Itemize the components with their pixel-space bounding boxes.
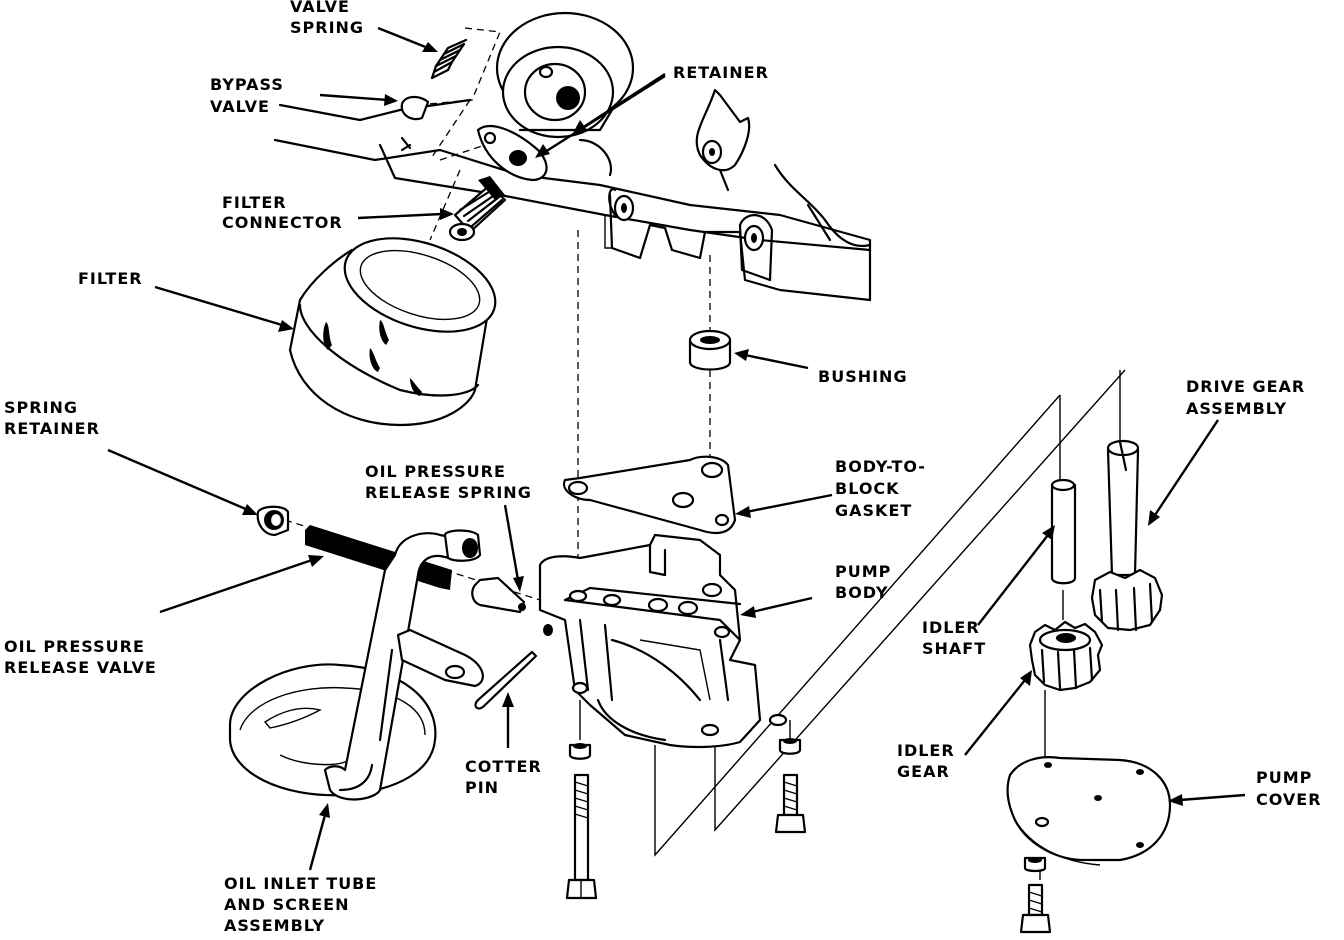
idler-gear-part: [1028, 620, 1104, 692]
alignment-lines: [284, 27, 1126, 880]
label-oil-pressure-release-valve: OIL PRESSURE RELEASE VALVE: [4, 637, 157, 677]
label-valve-spring: VALVE SPRING: [290, 0, 364, 37]
body-to-block-gasket-part: [562, 455, 737, 535]
label-idler-gear: IDLER GEAR: [897, 741, 961, 781]
cotter-pin-part: [474, 650, 538, 710]
filter-connector: [448, 176, 507, 242]
label-oil-pressure-release-spring: OIL PRESSURE RELEASE SPRING: [365, 462, 532, 502]
text-labels: VALVE SPRING BYPASS VALVE RETAINER FILTE…: [4, 0, 1322, 935]
label-filter: FILTER: [78, 269, 143, 288]
pump-cover-part: [1006, 756, 1172, 866]
oil-filter: [288, 237, 497, 427]
label-cotter-pin: COTTER PIN: [465, 757, 548, 797]
oil-inlet-tube-part: [228, 529, 484, 801]
label-spring-retainer: SPRING RETAINER: [4, 398, 100, 438]
label-body-to-block-gasket: BODY-TO- BLOCK GASKET: [835, 457, 932, 520]
label-filter-connector: FILTER CONNECTOR: [222, 193, 343, 232]
pump-cover-bolt: [1019, 856, 1052, 934]
pump-body-bolt-long: [565, 743, 598, 900]
pump-body-bolt-short: [774, 738, 807, 834]
label-pump-cover: PUMP COVER: [1256, 768, 1322, 809]
label-idler-shaft: IDLER SHAFT: [922, 618, 986, 658]
label-pump-body: PUMP BODY: [835, 562, 898, 602]
label-bushing: BUSHING: [818, 367, 908, 386]
bypass-valve: [400, 95, 430, 152]
label-bypass-valve: BYPASS VALVE: [210, 75, 290, 116]
leader-arrows: [107, 26, 1246, 871]
label-drive-gear-assembly: DRIVE GEAR ASSEMBLY: [1186, 377, 1312, 418]
idler-shaft-part: [1050, 478, 1077, 585]
retainer-part: [476, 125, 548, 182]
label-retainer: RETAINER: [673, 63, 769, 82]
pump-body-part: [538, 533, 788, 749]
oil-pressure-release-valve-part: [471, 576, 526, 614]
engine-block: [273, 11, 872, 302]
label-oil-inlet-tube: OIL INLET TUBE AND SCREEN ASSEMBLY: [224, 874, 384, 935]
bushing-part: [688, 329, 732, 371]
valve-spring: [430, 38, 468, 80]
spring-retainer-part: [256, 505, 290, 537]
drive-gear-assembly-part: [1090, 439, 1164, 632]
